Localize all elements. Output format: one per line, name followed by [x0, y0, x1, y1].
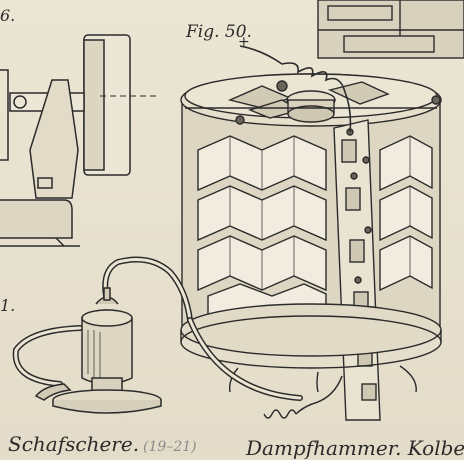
- caption-left-text: Schafschere.: [8, 432, 140, 456]
- top-right-machine-fragment: [317, 0, 464, 59]
- caption-left: Schafschere.(19–21): [8, 432, 197, 456]
- coil-apparatus-drawing: [180, 45, 442, 421]
- caption-right: Dampfhammer. Kolben: [246, 436, 464, 460]
- figure-title: Fig. 50.: [186, 22, 252, 42]
- figure-number-top-left: 6.: [0, 6, 16, 25]
- plus-terminal-label: +: [238, 34, 250, 50]
- figure-number-left: 1.: [0, 296, 16, 315]
- caption-left-number: (19–21): [143, 439, 197, 455]
- shears-device-drawing: [12, 256, 303, 414]
- left-machine-drawing: [0, 34, 160, 247]
